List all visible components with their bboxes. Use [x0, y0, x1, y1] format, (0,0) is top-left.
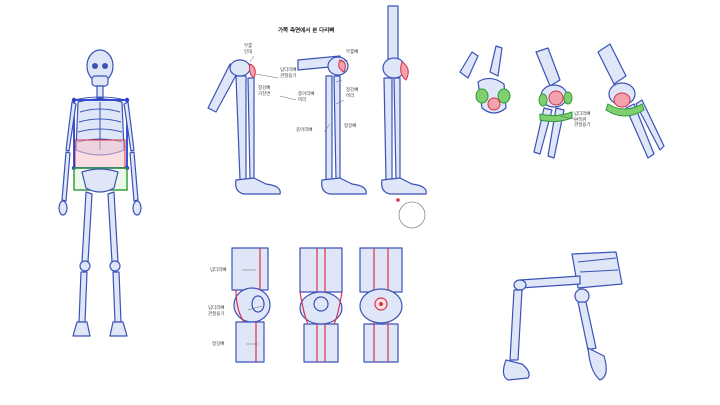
- knee-front-back-view: [359, 247, 403, 363]
- lateral-leg-bent: [207, 59, 281, 195]
- label-tibia-tuberosity: 정강뼈 거친면: [258, 86, 271, 97]
- label-front-femur: 넙다리뼈: [210, 268, 227, 273]
- marker-dot: [396, 198, 400, 202]
- label-front-condyle: 넙다리뼈 관절융기: [208, 306, 225, 317]
- knee-front-frontal-view: [299, 247, 343, 363]
- knee-closeup-flexed: [459, 45, 511, 114]
- diagram-title: 가쪽 측면에서 본 다리뼈: [278, 26, 334, 34]
- label-tibia-head: 정강뼈 머리: [346, 88, 359, 99]
- label-front-tibia: 정강뼈: [212, 342, 225, 347]
- bent-leg-figure: [502, 251, 623, 381]
- label-medial-condyle: 넙다리뼈 안쪽위 관절융기: [574, 112, 591, 128]
- lateral-leg-standing: [381, 5, 427, 195]
- label-fibula-head: 종아리뼈 머리: [298, 92, 315, 103]
- reference-circle: [398, 201, 426, 229]
- label-patellar-ligament: 무릎 인대: [244, 44, 253, 55]
- knee-closeup-oblique: [533, 47, 573, 159]
- knee-closeup-front: [597, 43, 665, 159]
- label-patella: 무릎뼈: [346, 50, 359, 55]
- knee-front-side-view: [231, 247, 271, 363]
- full-skeleton-figure: [58, 49, 142, 337]
- leader-lines: [242, 55, 579, 345]
- label-tibia: 정강뼈: [344, 124, 357, 129]
- label-femur-condyle: 넙다리뼈 관절융기: [280, 68, 297, 79]
- lateral-leg-straight: [297, 55, 367, 195]
- label-fibula: 종아리뼈: [296, 128, 313, 133]
